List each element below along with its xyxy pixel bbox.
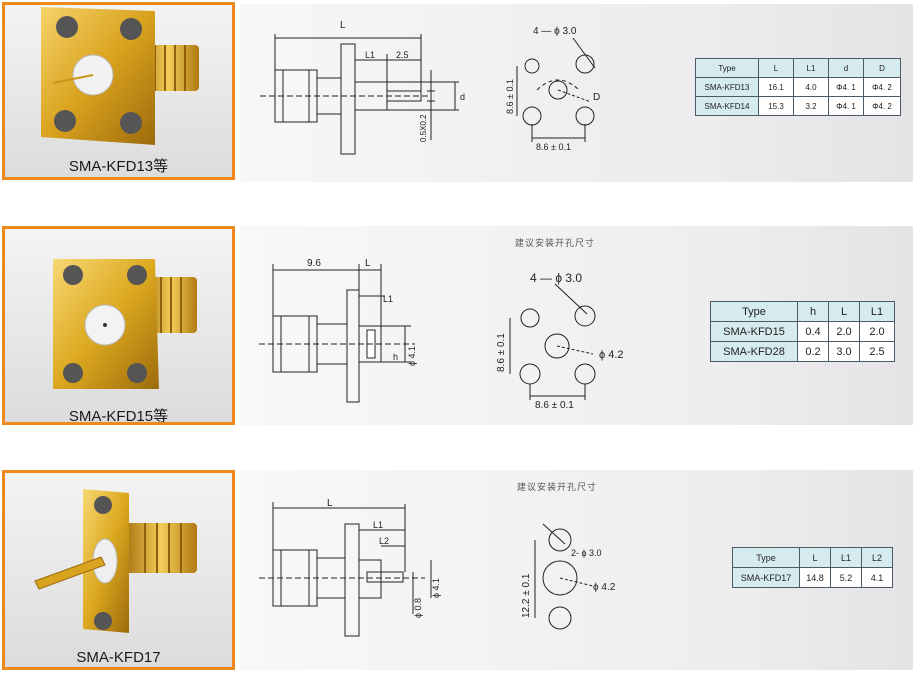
table-header-row: Type h L L1 <box>710 301 895 322</box>
dim-d: d <box>460 92 465 102</box>
dim-pitch-v: 8.6 ± 0.1 <box>496 333 507 372</box>
cell-L: 15.3 <box>758 96 794 116</box>
table-row: SMA-KFD14 15.3 3.2 Φ4. 1 Φ4. 2 <box>695 96 901 116</box>
dim-pitch-v: 12.2 ± 0.1 <box>521 573 532 618</box>
dim-L2: L2 <box>379 536 389 546</box>
product-caption: SMA-KFD13等 <box>68 158 169 175</box>
dim-d41: ϕ 4.1 <box>407 346 417 366</box>
table-header-row: Type L L1 L2 <box>732 547 893 568</box>
dim-L1: L1 <box>365 50 375 60</box>
product-caption: SMA-KFD17 <box>76 649 161 666</box>
cell-d: Φ4. 1 <box>828 96 864 116</box>
mounting-note: 建议安装开孔尺寸 <box>517 482 598 492</box>
dim-d08: ϕ 0.8 <box>413 598 423 618</box>
header-L: L <box>799 547 831 568</box>
dimension-drawing-kfd15: 9.6 L L1 ϕ 4.1 h 4 — ϕ 3.0 ϕ 4.2 8.6 ± 0… <box>259 258 624 411</box>
cell-L: 2.0 <box>828 321 860 342</box>
dim-pin: 0.5X0.2 <box>419 114 428 142</box>
dim-pitch-v: 8.6 ± 0.1 <box>505 79 515 114</box>
dim-L: L <box>340 20 346 31</box>
cell-type: SMA-KFD14 <box>695 96 759 116</box>
dim-holes: 4 — ϕ 3.0 <box>530 271 582 285</box>
dim-L1: L1 <box>383 294 393 304</box>
table-header-row: Type L L1 d D <box>695 58 901 78</box>
header-L2: L2 <box>861 547 893 568</box>
cell-type: SMA-KFD17 <box>732 567 800 588</box>
cell-L: 16.1 <box>758 77 794 97</box>
header-L1: L1 <box>793 58 829 78</box>
header-D: D <box>863 58 901 78</box>
cell-L: 14.8 <box>799 567 831 588</box>
cell-d: Φ4. 1 <box>828 77 864 97</box>
dim-9-6: 9.6 <box>307 258 321 269</box>
connector-illustration <box>41 7 199 145</box>
dim-2-5: 2.5 <box>396 50 409 60</box>
product-photo-kfd17: SMA-KFD17 <box>2 470 235 670</box>
header-type: Type <box>710 301 798 322</box>
dim-D: D <box>593 92 600 103</box>
table-row: SMA-KFD28 0.2 3.0 2.5 <box>710 341 895 362</box>
mounting-note: 建议安装开孔尺寸 <box>515 238 596 248</box>
dim-L: L <box>365 258 371 269</box>
dim-holes: 4 — ϕ 3.0 <box>533 26 577 37</box>
spec-table-kfd13: Type L L1 d D SMA-KFD13 16.1 4.0 Φ4. 1 Φ… <box>695 58 901 116</box>
cell-L2: 4.1 <box>861 567 893 588</box>
cell-type: SMA-KFD15 <box>710 321 798 342</box>
cell-type: SMA-KFD13 <box>695 77 759 97</box>
connector-illustration <box>34 489 197 633</box>
table-row: SMA-KFD15 0.4 2.0 2.0 <box>710 321 895 342</box>
product-caption: SMA-KFD15等 <box>68 408 169 425</box>
table-row: SMA-KFD17 14.8 5.2 4.1 <box>732 567 893 588</box>
table-row: SMA-KFD13 16.1 4.0 Φ4. 1 Φ4. 2 <box>695 77 901 97</box>
spec-table-kfd17: Type L L1 L2 SMA-KFD17 14.8 5.2 4.1 <box>732 547 893 588</box>
cell-L1: 2.0 <box>859 321 895 342</box>
dimension-drawing-kfd17: L L1 L2 ϕ 0.8 ϕ 4.1 2- ϕ 3.0 ϕ 4.2 12.2 … <box>259 498 616 637</box>
header-type: Type <box>732 547 800 568</box>
cell-L1: 5.2 <box>830 567 862 588</box>
dim-holes: 2- ϕ 3.0 <box>571 548 602 558</box>
dim-pitch-h: 8.6 ± 0.1 <box>536 142 571 152</box>
cell-type: SMA-KFD28 <box>710 341 798 362</box>
header-L1: L1 <box>830 547 862 568</box>
header-L: L <box>758 58 794 78</box>
cell-D: Φ4. 2 <box>863 77 901 97</box>
dimension-drawing-kfd13: L L1 2.5 d 0.5X0.2 4 — ϕ 3.0 D 8.6 ± 0.1… <box>260 20 600 155</box>
dim-phi42: ϕ 4.2 <box>599 349 624 361</box>
cell-h: 0.4 <box>797 321 829 342</box>
cell-L1: 3.2 <box>793 96 829 116</box>
dim-d41: ϕ 4.1 <box>431 578 441 598</box>
cell-h: 0.2 <box>797 341 829 362</box>
connector-illustration <box>53 259 197 389</box>
header-L: L <box>828 301 860 322</box>
header-type: Type <box>695 58 759 78</box>
cell-D: Φ4. 2 <box>863 96 901 116</box>
product-photo-kfd13: SMA-KFD13等 <box>2 2 235 180</box>
spec-table-kfd15: Type h L L1 SMA-KFD15 0.4 2.0 2.0 SMA-KF… <box>710 301 895 362</box>
cell-L: 3.0 <box>828 341 860 362</box>
dim-L1: L1 <box>373 520 383 530</box>
product-photo-kfd15: SMA-KFD15等 <box>2 226 235 425</box>
header-h: h <box>797 301 829 322</box>
dim-pitch-h: 8.6 ± 0.1 <box>535 400 574 411</box>
dim-L: L <box>327 498 333 509</box>
cell-L1: 2.5 <box>859 341 895 362</box>
header-L1: L1 <box>859 301 895 322</box>
dim-phi42: ϕ 4.2 <box>593 582 616 593</box>
cell-L1: 4.0 <box>793 77 829 97</box>
dim-h: h <box>393 352 398 362</box>
header-d: d <box>828 58 864 78</box>
